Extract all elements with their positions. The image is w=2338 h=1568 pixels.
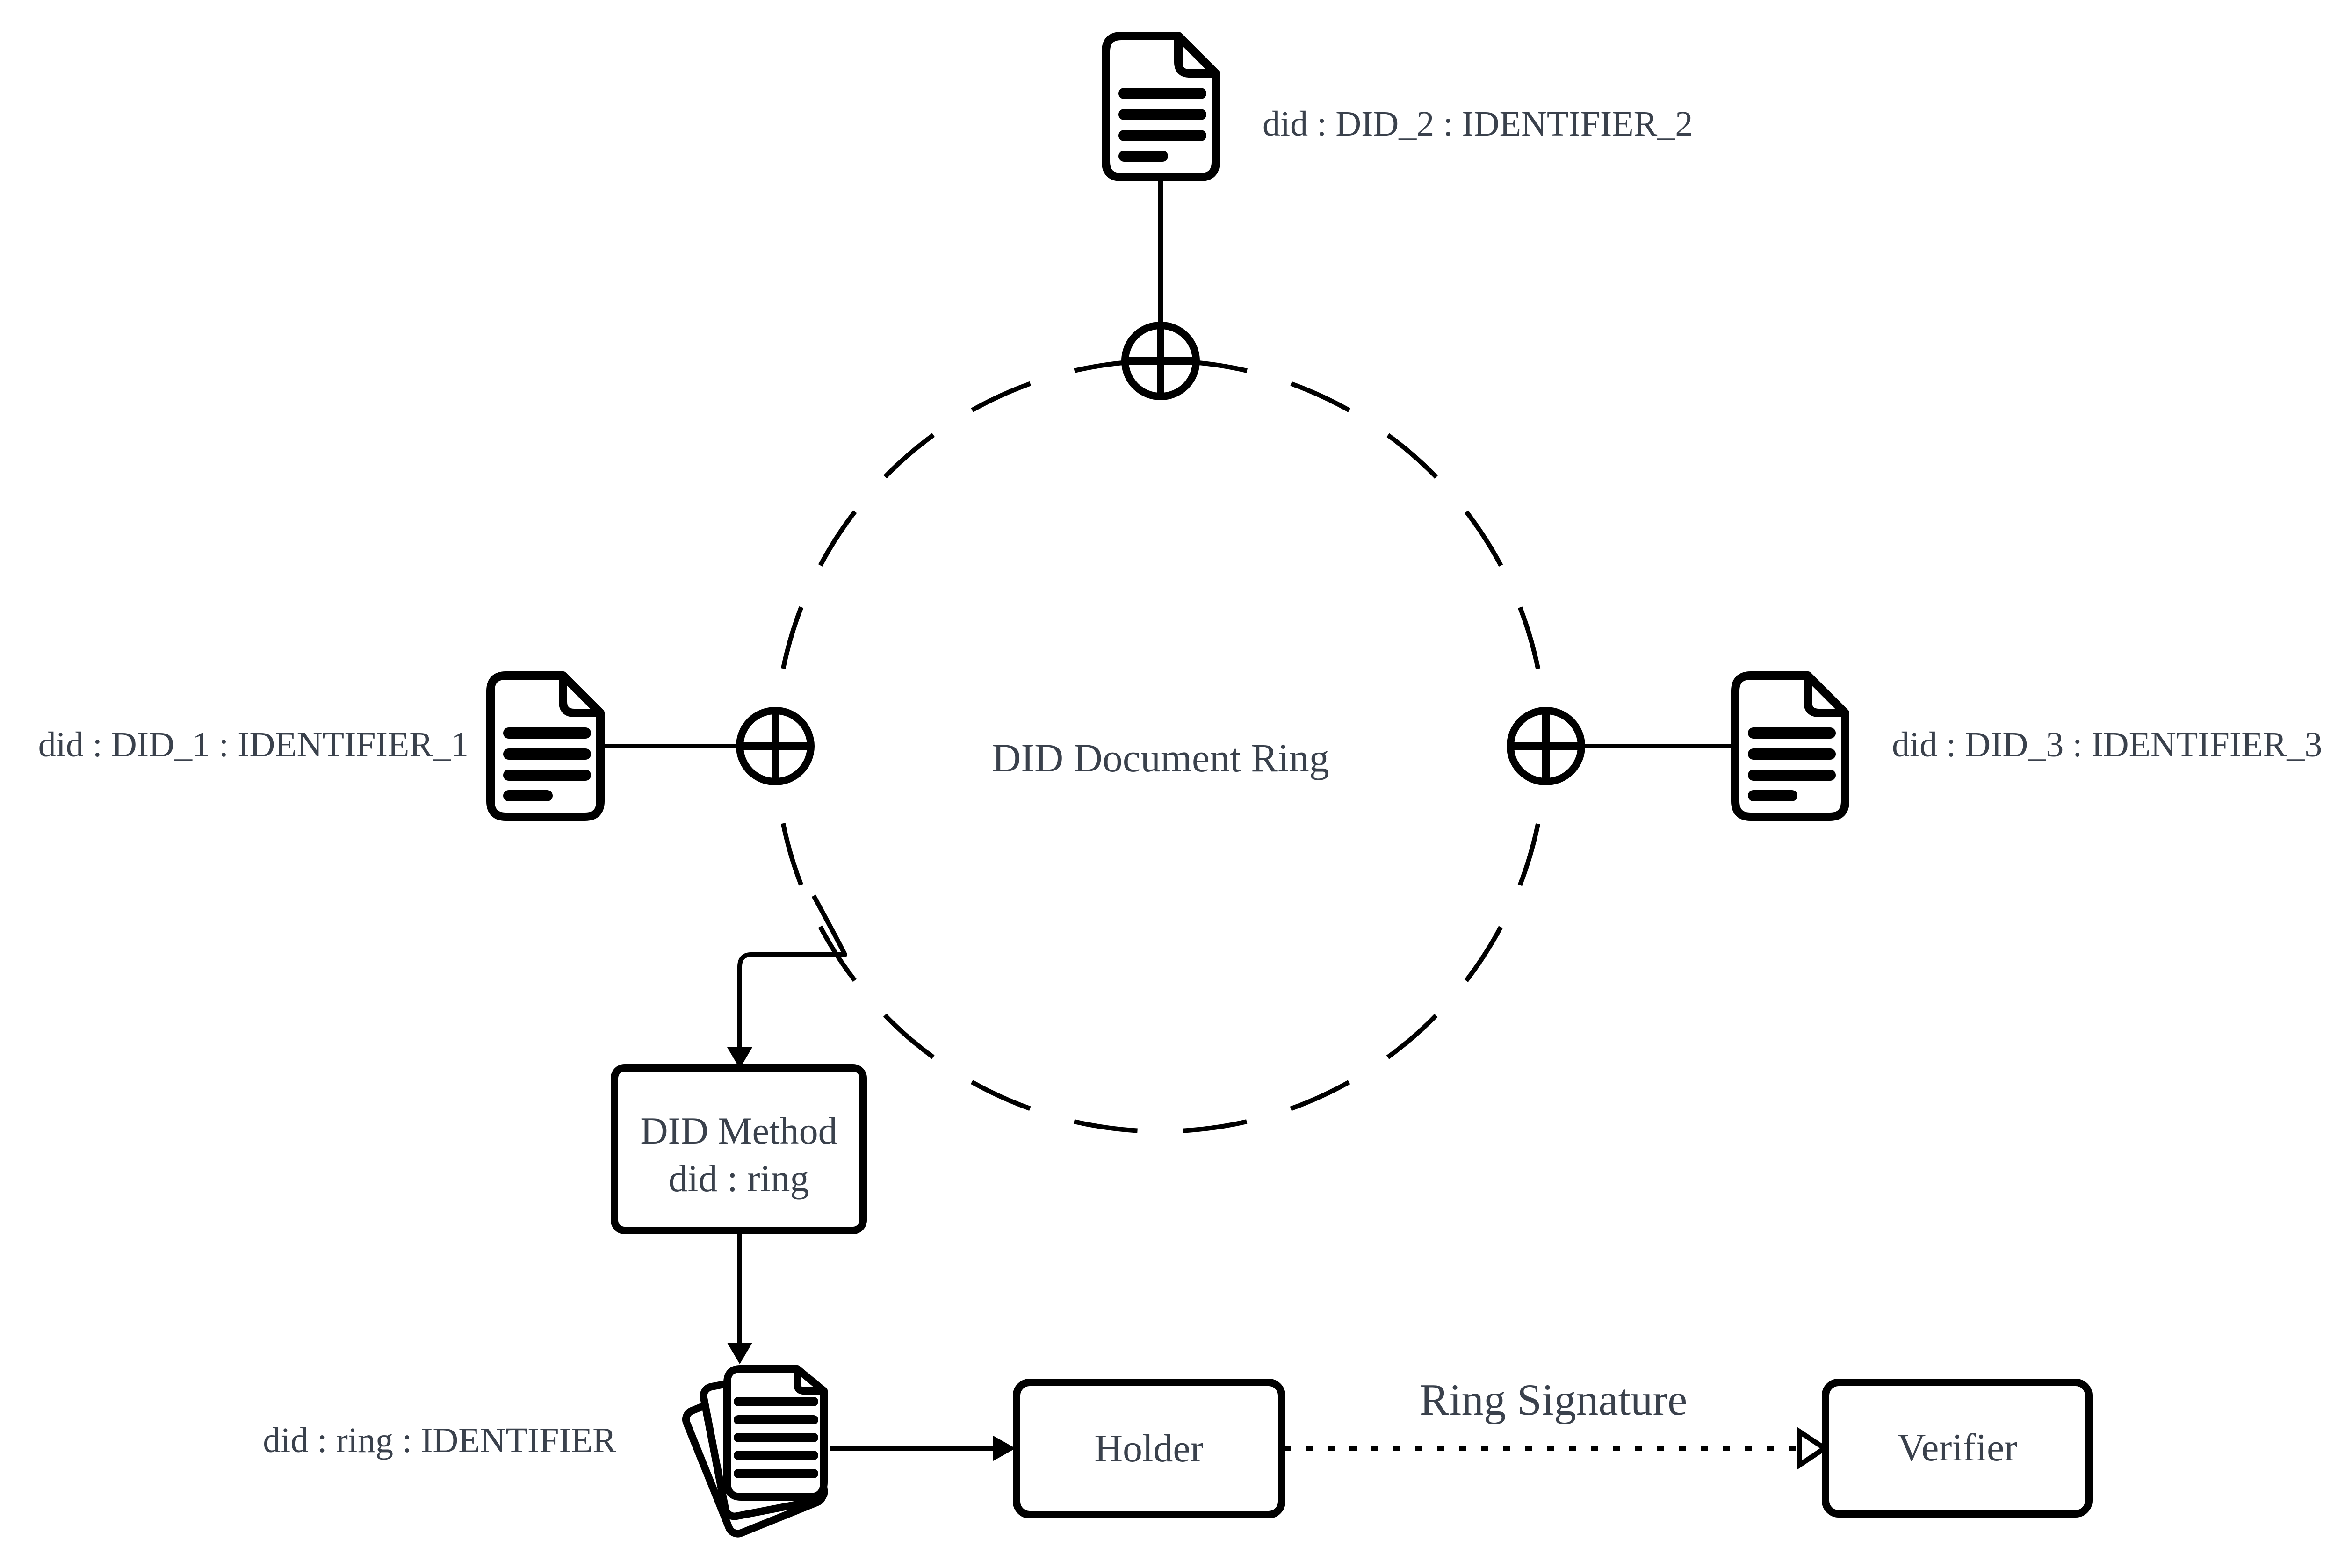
- holder-box: [1013, 1379, 1285, 1518]
- ring-signature-label: Ring Signature: [1420, 1375, 1688, 1424]
- arrowhead-method-to-stack: [727, 1343, 752, 1364]
- document-label-did1: did : DID_1 : IDENTIFIER_1: [38, 725, 469, 764]
- document-icon-did2: [1106, 36, 1216, 177]
- arrowhead-stack-to-holder: [993, 1436, 1016, 1461]
- did-method-box-line2: did : ring: [669, 1157, 809, 1200]
- document-connectors: [602, 180, 1734, 748]
- document-icon-did3: [1735, 676, 1845, 817]
- verifier-box-label: Verifier: [1898, 1426, 2018, 1469]
- document-label-did2: did : DID_2 : IDENTIFIER_2: [1263, 104, 1693, 144]
- ring-document-label: did : ring : IDENTIFIER: [263, 1421, 616, 1460]
- circled-plus-icon-right: [1510, 711, 1581, 782]
- arrow-ring-to-method: [737, 894, 847, 1051]
- did-method-box-line1: DID Method: [640, 1109, 837, 1152]
- verifier-box: [1822, 1379, 2093, 1518]
- ring-title: DID Document Ring: [992, 735, 1329, 780]
- holder-box-label: Holder: [1094, 1427, 1203, 1470]
- stack-sheet-front: [727, 1369, 824, 1497]
- document-stack-icon: [682, 1369, 826, 1538]
- document-icon-did1: [491, 676, 600, 817]
- circled-plus-icon-top: [1125, 325, 1196, 396]
- open-arrowhead-verifier: [1797, 1426, 1829, 1470]
- document-label-did3: did : DID_3 : IDENTIFIER_3: [1892, 725, 2322, 764]
- arrowhead-ring-to-method: [727, 1047, 752, 1069]
- circled-plus-icon-left: [740, 711, 811, 782]
